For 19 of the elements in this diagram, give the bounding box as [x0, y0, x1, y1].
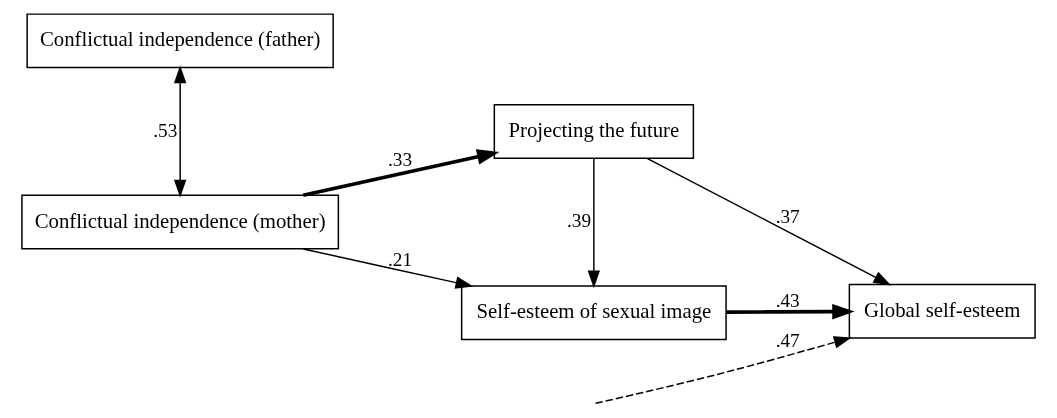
edge-label: .37: [775, 205, 800, 227]
node-box: Global self-esteem: [848, 283, 1036, 339]
arrow: [726, 303, 855, 320]
node-box: Conflictual independence (mother): [21, 194, 340, 250]
arrow: [302, 149, 500, 198]
arrow: [302, 248, 474, 289]
edge-label: .53: [153, 119, 178, 141]
node-box: Self-esteem of sexual image: [460, 285, 727, 341]
arrow: [173, 65, 187, 198]
node-box: Conflictual independence (father): [26, 13, 334, 69]
edge-label: .47: [775, 330, 800, 352]
edge-label: .39: [566, 210, 592, 232]
arrow: [594, 336, 852, 405]
edge-label: .21: [387, 248, 413, 270]
edge-label: .33: [387, 149, 413, 171]
arrow: [646, 157, 892, 286]
edge-label: .43: [775, 290, 800, 312]
arrow: [587, 157, 601, 289]
node-box: Projecting the future: [493, 104, 695, 159]
